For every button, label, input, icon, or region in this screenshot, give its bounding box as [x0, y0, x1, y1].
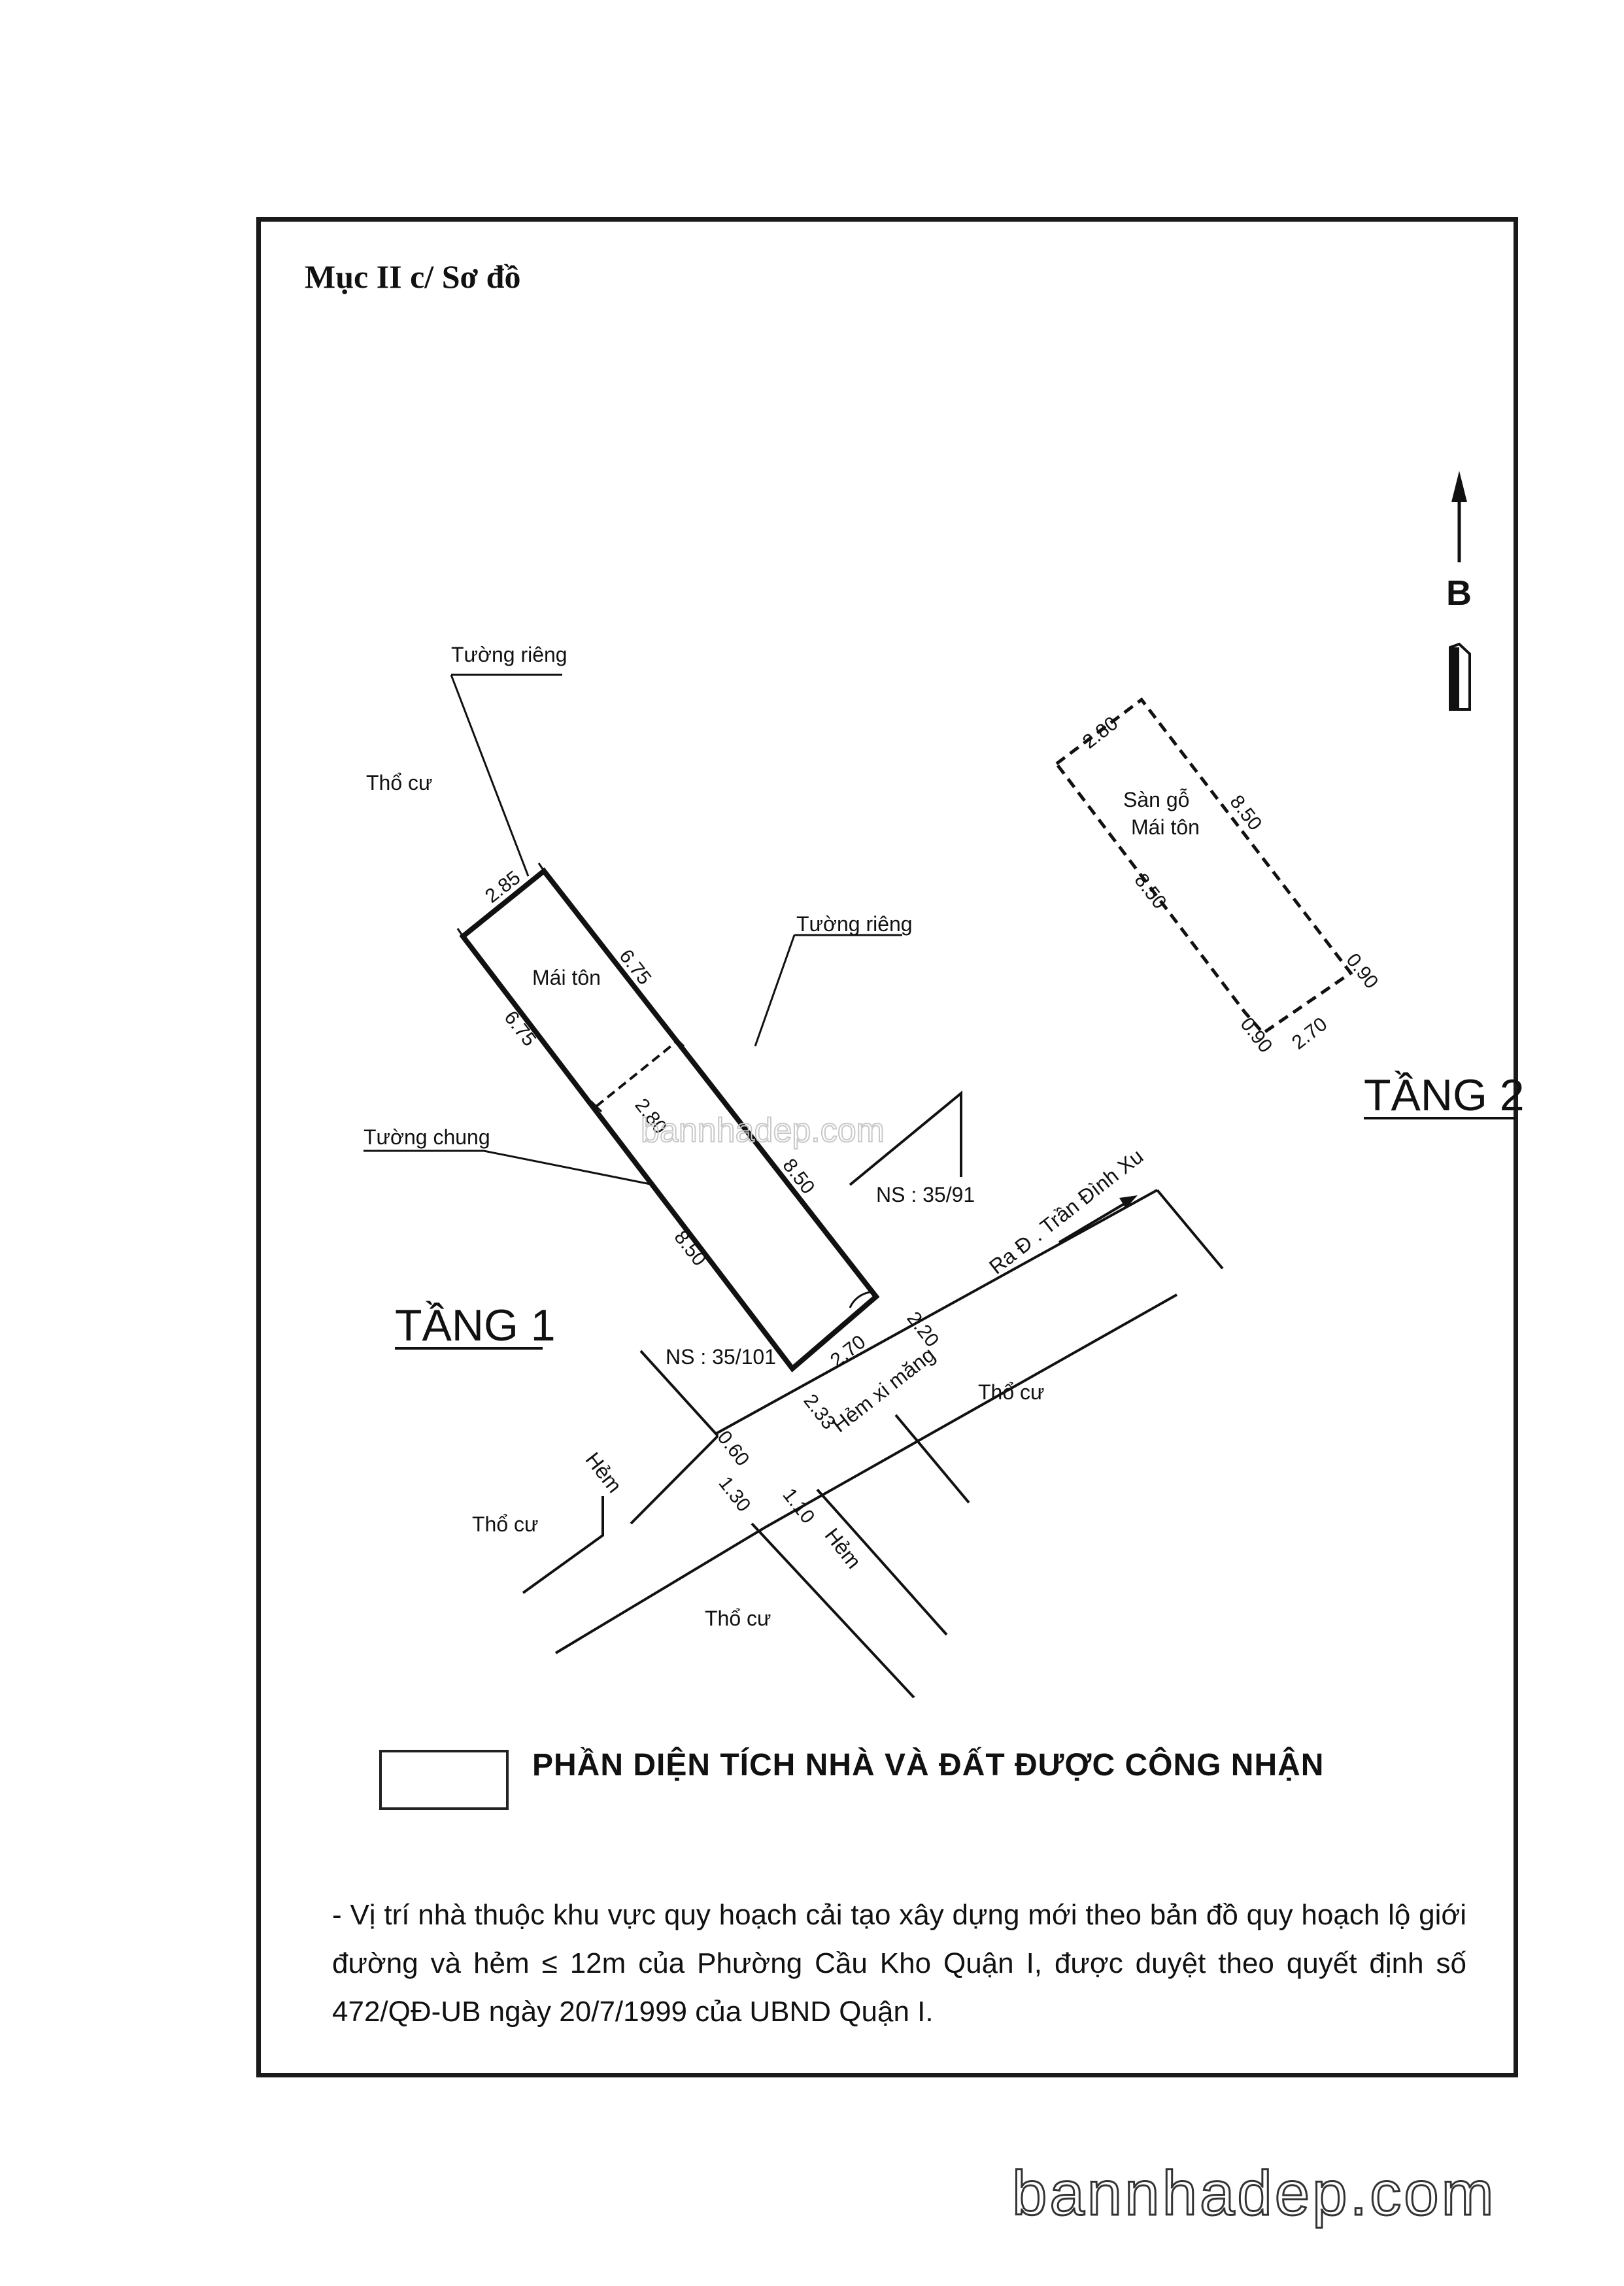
- house-no-neighbor: NS : 35/91: [876, 1183, 975, 1206]
- floor2-title: TẦNG 2: [1364, 1070, 1525, 1120]
- floor1-title: TẦNG 1: [395, 1300, 556, 1350]
- street-arrow-icon: [1058, 1195, 1138, 1244]
- floor2-dim-corner-bottom: 0.90: [1236, 1014, 1276, 1057]
- planning-note: - Vị trí nhà thuộc khu vực quy hoạch cải…: [332, 1899, 1466, 2028]
- dim-alley-e: 1.10: [778, 1484, 819, 1527]
- floor2-outline: [1054, 697, 1353, 1036]
- dim-left-upper: 6.75: [499, 1007, 540, 1050]
- alley-lines: [522, 1090, 1224, 1699]
- wall-shared-label: Tường chung: [364, 1125, 490, 1149]
- north-label: B: [1446, 573, 1472, 613]
- watermark-middle: bannhadep.com: [641, 1112, 885, 1150]
- leader-lines: [364, 674, 902, 1186]
- house-no-self: NS : 35/101: [666, 1345, 776, 1369]
- legend-swatch: [379, 1750, 509, 1810]
- wall-private-right-label: Tường riêng: [796, 912, 913, 936]
- dim-left-lower: 8.50: [669, 1227, 710, 1270]
- alley-right-label: Hẻm: [820, 1524, 866, 1573]
- residential-label-2: Thổ cư: [978, 1380, 1044, 1404]
- dim-alley-d: 1.30: [714, 1473, 754, 1516]
- street-label: Ra Đ . Trần Đình Xu: [985, 1144, 1147, 1279]
- floor2-label-2: Mái tôn: [1131, 815, 1200, 839]
- drawing-frame: [256, 217, 1518, 2077]
- residential-label-4: Thổ cư: [705, 1607, 771, 1630]
- alley-left-label: Hẻm: [581, 1448, 626, 1497]
- floor1-house-outline: [456, 862, 880, 1373]
- residential-label-3: Thổ cư: [472, 1512, 538, 1536]
- watermark-bottom: bannhadep.com: [1011, 2158, 1497, 2230]
- legend-text: PHẦN DIỆN TÍCH NHÀ VÀ ĐẤT ĐƯỢC CÔNG NHẬN: [532, 1748, 1325, 1783]
- floor2-dim-bottom: 2.70: [1288, 1014, 1331, 1054]
- wall-private-top-label: Tường riêng: [451, 643, 567, 666]
- floor2-label-1: Sàn gỗ: [1123, 788, 1189, 811]
- dim-alley-b: 2.33: [799, 1390, 839, 1433]
- floor1-roof-label: Mái tôn: [532, 966, 601, 989]
- residential-label-1: Thổ cư: [366, 771, 432, 794]
- floor2-dim-right: 8.50: [1225, 791, 1266, 834]
- section-title: Mục II c/ Sơ đồ: [305, 258, 521, 295]
- north-arrow-icon: [1449, 471, 1471, 711]
